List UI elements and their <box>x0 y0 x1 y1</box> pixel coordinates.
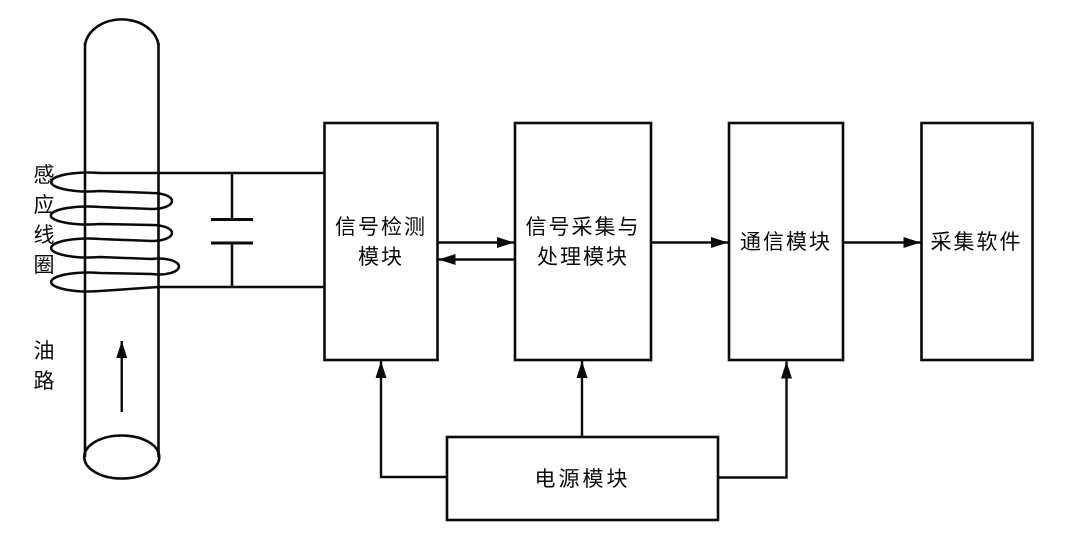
acquisition-software-label: 采集软件 <box>930 229 1023 254</box>
capacitor-symbol <box>211 173 253 287</box>
induction-coil-winding <box>49 171 325 293</box>
arrow-power-to-communication <box>718 361 792 479</box>
pipe-top-cap <box>83 18 160 46</box>
signal-detection-module-label: 信号检测 模块 <box>335 214 427 269</box>
signal-acquisition-processing-module-label: 信号采集与 处理模块 <box>525 214 641 269</box>
pipe-bottom-opening <box>82 434 161 480</box>
arrow-power-to-detection <box>375 361 447 479</box>
capacitor-plates <box>211 218 253 245</box>
oil-pipe <box>82 18 161 480</box>
induction-coil-label: 感应线圈 <box>33 163 55 277</box>
power-module-label: 电源模块 <box>534 466 631 491</box>
communication-module-label: 通信模块 <box>740 229 832 254</box>
box-acquisition-software <box>920 121 1034 362</box>
oil-path-label: 油路 <box>33 339 55 393</box>
